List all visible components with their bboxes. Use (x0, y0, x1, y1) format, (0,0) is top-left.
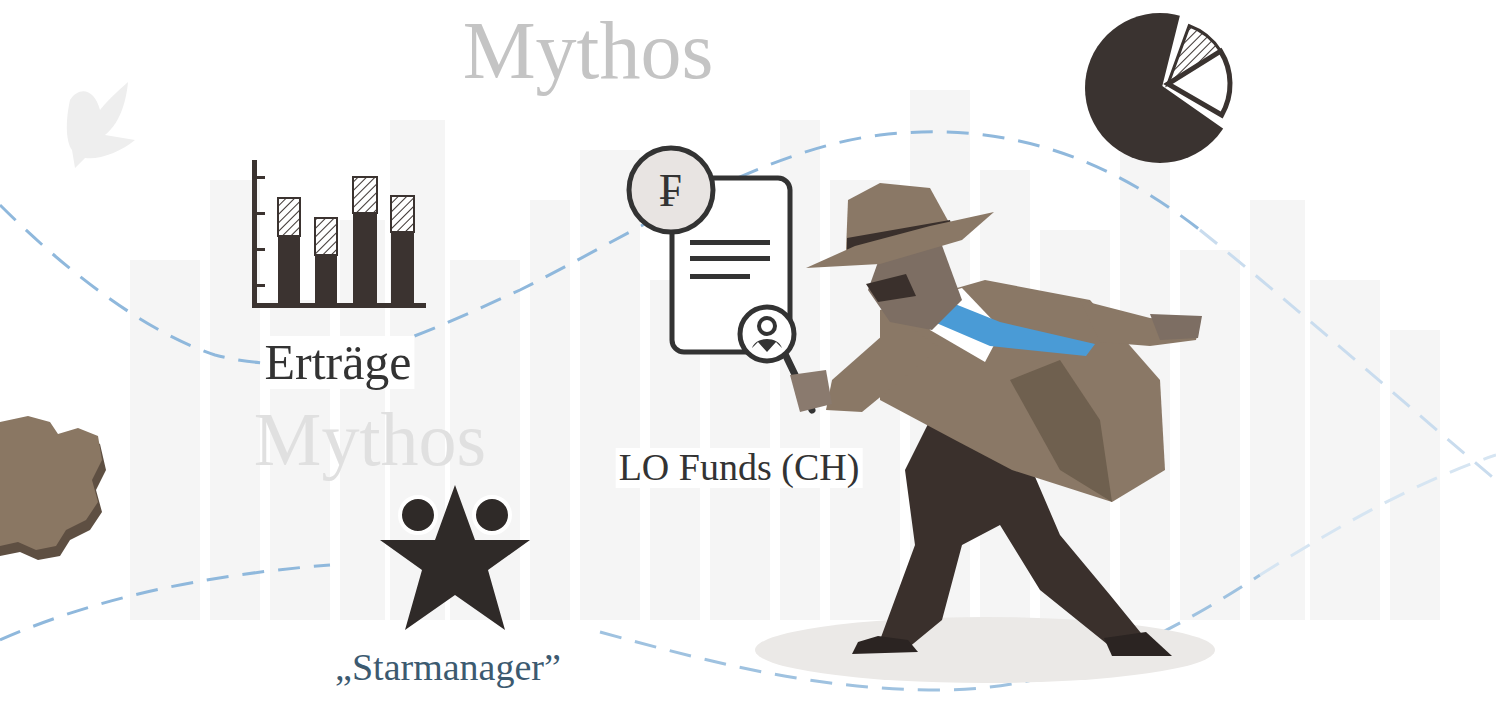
detective-part (1010, 360, 1112, 502)
document-icon-part (752, 339, 782, 352)
bar-chart-part (252, 160, 257, 308)
detective-part (1104, 632, 1172, 656)
detective-part (852, 636, 918, 654)
detective-part (826, 320, 940, 412)
bar-chart-part (315, 218, 337, 255)
detective-part (806, 212, 994, 268)
bar-chart-part (315, 255, 337, 303)
pie-chart-part (1168, 51, 1230, 115)
bar-chart-part (257, 212, 265, 215)
city-skyline (130, 90, 1440, 620)
detective-part (866, 274, 916, 302)
pie-chart-part (1168, 16, 1238, 124)
document-icon-part (690, 240, 770, 245)
currency-sign: ₣ (660, 167, 683, 213)
dashed-path (0, 132, 1496, 690)
coin-shape (629, 148, 713, 232)
map-piece (0, 416, 106, 560)
bar-chart-part (257, 176, 265, 179)
star-icon (380, 485, 530, 630)
bar-chart (252, 160, 426, 308)
document-icon-part (690, 274, 750, 279)
bar-chart-part (257, 248, 265, 251)
topic-label: Erträge (261, 336, 414, 389)
watermark: Mythos (460, 8, 717, 94)
dashed-path-part (1200, 230, 1496, 480)
coin-circle: ₣ (626, 145, 716, 235)
city-skyline-part (1390, 330, 1440, 620)
dove (67, 82, 135, 168)
document-icon-part (759, 318, 775, 334)
bar-chart-part (391, 196, 414, 232)
pie-chart (1085, 13, 1238, 163)
star-icon-part (400, 497, 436, 533)
star-icon-part (380, 485, 530, 630)
bar-chart-part (257, 284, 265, 287)
dashed-path-part (0, 132, 1200, 364)
city-skyline-part (580, 150, 640, 620)
detective (755, 183, 1215, 683)
map-piece-part (0, 416, 102, 550)
dove-part (67, 82, 135, 168)
bar-chart-part (278, 198, 300, 236)
detective-part (755, 617, 1215, 683)
bar-chart-part (391, 232, 414, 303)
watermark: Mythos (251, 400, 489, 480)
dashed-path-part (1260, 455, 1496, 575)
detective-part (790, 370, 832, 412)
fund-label: LO Funds (CH) (616, 448, 863, 488)
bar-chart-part (252, 303, 426, 308)
detective-part (1150, 314, 1202, 340)
city-skyline-part (1180, 250, 1240, 620)
city-skyline-part (130, 260, 200, 620)
document-icon-part (690, 256, 770, 261)
dashed-path-part (0, 565, 330, 640)
bar-chart-part (278, 236, 300, 303)
bar-chart-part (353, 177, 377, 213)
topic-label: „Starmanager” (332, 648, 564, 688)
city-skyline-part (1250, 200, 1305, 620)
city-skyline-part (530, 200, 570, 620)
document-icon-part (740, 307, 794, 361)
star-icon-part (474, 497, 510, 533)
bar-chart-part (353, 213, 377, 303)
